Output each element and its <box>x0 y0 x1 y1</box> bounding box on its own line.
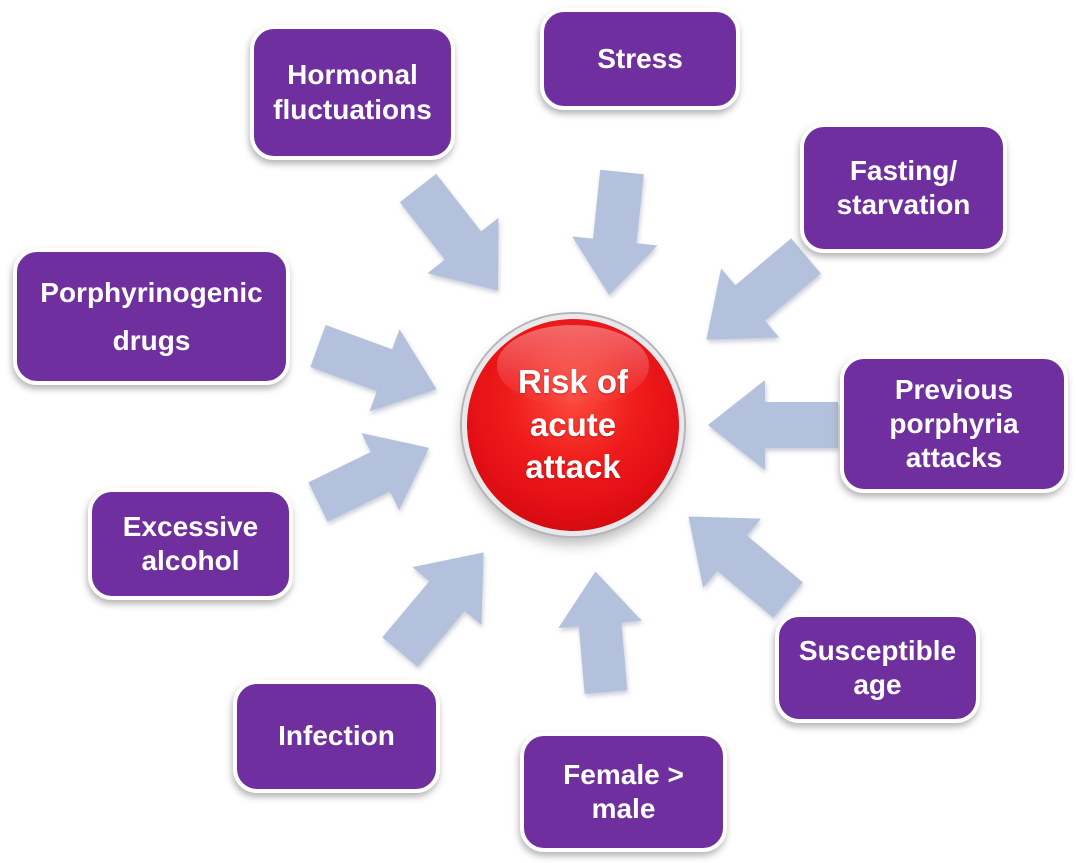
factor-label: Susceptible age <box>798 634 957 700</box>
arrow-susceptible-icon <box>659 481 817 635</box>
factor-box-female-greater-male: Female > male <box>520 732 727 852</box>
arrow-infection-icon <box>365 523 519 681</box>
arrow-female-icon <box>553 567 648 696</box>
factor-label: Stress <box>597 42 683 74</box>
factor-box-previous-porphyria-attacks: Previous porphyria attacks <box>840 355 1068 493</box>
factor-label: Female > male <box>563 758 684 824</box>
factor-box-susceptible-age: Susceptible age <box>775 613 980 723</box>
factor-label: Porphyrinogenic drugs <box>40 276 263 356</box>
center-risk-circle: Risk of acute attack <box>462 314 684 536</box>
factor-box-stress: Stress <box>540 8 740 110</box>
factor-label: Infection <box>278 720 395 752</box>
arrow-hormonal-icon <box>382 160 534 319</box>
arrow-excessive-icon <box>299 409 448 541</box>
center-risk-label: Risk of acute attack <box>517 362 629 486</box>
arrow-stress-icon <box>566 167 665 300</box>
factor-label: Previous porphyria attacks <box>889 373 1019 474</box>
factor-box-infection: Infection <box>233 680 440 793</box>
factor-box-porphyrinogenic-drugs: Porphyrinogenic drugs <box>13 248 290 385</box>
factor-box-fasting-starvation: Fasting/ starvation <box>800 123 1007 253</box>
factor-label: Fasting/ starvation <box>836 154 971 220</box>
factor-label: Hormonal fluctuations <box>273 59 432 125</box>
arrow-porphyrinogenic-icon <box>303 304 452 431</box>
arrow-previous-icon <box>708 380 838 470</box>
factor-box-hormonal-fluctuations: Hormonal fluctuations <box>250 25 455 160</box>
factor-box-excessive-alcohol: Excessive alcohol <box>88 488 293 600</box>
factor-label: Excessive alcohol <box>122 510 259 576</box>
